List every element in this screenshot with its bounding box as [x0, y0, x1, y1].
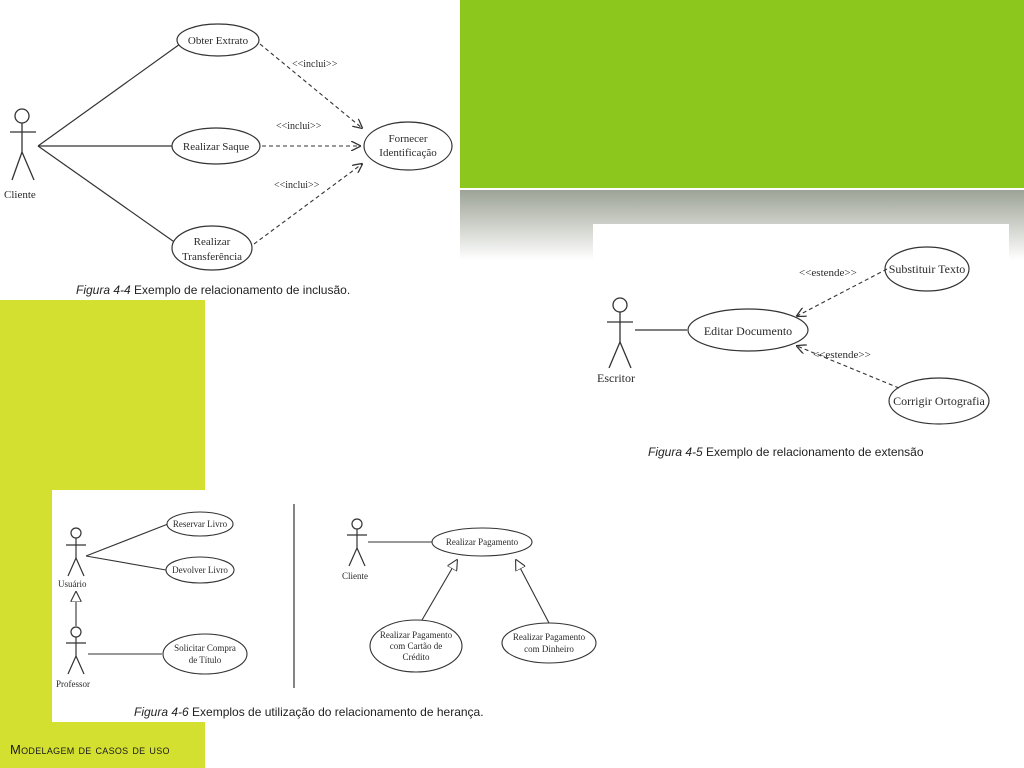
generalizations-pagamento: [421, 560, 550, 624]
usecase-cartao-line3: Crédito: [403, 652, 430, 662]
figure-inclusion: Cliente Obter Extrato Realizar Saque Rea…: [0, 0, 458, 300]
background-green-block: [460, 0, 1024, 188]
figure-inheritance: Usuário Professor Reservar Livro Devolve…: [52, 490, 618, 722]
inclusion-diagram: Cliente Obter Extrato Realizar Saque Rea…: [4, 23, 453, 297]
usecase-transferencia-line1: Realizar: [194, 236, 231, 248]
inheritance-diagram: Usuário Professor Reservar Livro Devolve…: [56, 504, 597, 719]
figure-extension: Escritor Editar Documento Substituir Tex…: [593, 224, 1009, 472]
usecase-devolver-livro: [165, 556, 235, 584]
usecase-pagamento-dinheiro: [501, 622, 597, 664]
actor-cliente-figure: [347, 518, 367, 567]
usecase-realizar-pagamento-label: Realizar Pagamento: [446, 537, 519, 547]
figure-4-4-caption: Figura 4-4 Exemplo de relacionamento de …: [76, 283, 350, 297]
actor-cliente-label: Cliente: [4, 189, 36, 201]
usecase-reservar-livro: [166, 511, 234, 537]
slide-footer-title: Modelagem de casos de uso: [10, 742, 170, 757]
usecase-dinheiro-line1: Realizar Pagamento: [513, 632, 586, 642]
usecase-obter-extrato: [176, 23, 260, 57]
usecase-fornecer-identificacao: [363, 121, 453, 171]
include-label-3: <<inclui>>: [274, 180, 320, 191]
figure-4-6-caption: Figura 4-6 Exemplos de utilização do rel…: [134, 705, 484, 719]
usecase-substituir-texto: [884, 246, 970, 292]
usecase-transferencia-line2: Transferência: [182, 251, 242, 263]
include-label-2: <<inclui>>: [276, 121, 322, 132]
usecase-realizar-pagamento: [431, 527, 533, 557]
extend-arrows: [797, 268, 900, 389]
actor-usuario-figure: [66, 527, 86, 577]
figure-4-5-caption: Figura 4-5 Exemplo de relacionamento de …: [648, 445, 924, 459]
usecase-cartao-line2: com Cartão de: [390, 641, 442, 651]
usecase-fornecer-line2: Identificação: [379, 147, 437, 159]
actor-cliente-figure: [10, 108, 36, 181]
extend-label-2: <<estende>>: [813, 349, 871, 361]
usecase-obter-extrato-label: Obter Extrato: [188, 35, 249, 47]
actor-professor-figure: [66, 626, 86, 675]
usecase-dinheiro-line2: com Dinheiro: [524, 644, 574, 654]
usecase-pagamento-cartao: [369, 619, 463, 673]
usecase-realizar-transferencia: [171, 225, 253, 271]
usecase-realizar-saque-label: Realizar Saque: [183, 141, 249, 153]
usecase-reservar-livro-label: Reservar Livro: [173, 519, 228, 529]
usecase-editar-documento: [687, 308, 809, 352]
actor-escritor-figure: [607, 297, 633, 369]
usecase-cartao-line1: Realizar Pagamento: [380, 630, 453, 640]
include-label-1: <<inclui>>: [292, 59, 338, 70]
extension-diagram: Escritor Editar Documento Substituir Tex…: [597, 246, 990, 459]
usecase-devolver-livro-label: Devolver Livro: [172, 565, 228, 575]
associations-biblioteca: [85, 523, 169, 655]
usecase-solicitar-line2: de Título: [189, 655, 222, 665]
usecase-fornecer-line1: Fornecer: [388, 133, 427, 145]
usecase-solicitar-compra: [162, 633, 248, 675]
usecase-realizar-saque: [171, 127, 261, 165]
usecase-editar-documento-label: Editar Documento: [704, 324, 792, 338]
usecase-corrigir-ortografia: [888, 377, 990, 425]
usecase-substituir-texto-label: Substituir Texto: [889, 262, 966, 276]
usecase-corrigir-ortografia-label: Corrigir Ortografia: [893, 394, 985, 408]
include-arrows: [253, 43, 362, 245]
associations: [37, 43, 181, 247]
actor-cliente-label: Cliente: [342, 571, 368, 581]
usecase-solicitar-line1: Solicitar Compra: [174, 643, 236, 653]
extend-label-1: <<estende>>: [799, 267, 857, 279]
actor-professor-label: Professor: [56, 679, 90, 689]
actor-usuario-label: Usuário: [58, 579, 87, 589]
actor-escritor-label: Escritor: [597, 371, 635, 385]
